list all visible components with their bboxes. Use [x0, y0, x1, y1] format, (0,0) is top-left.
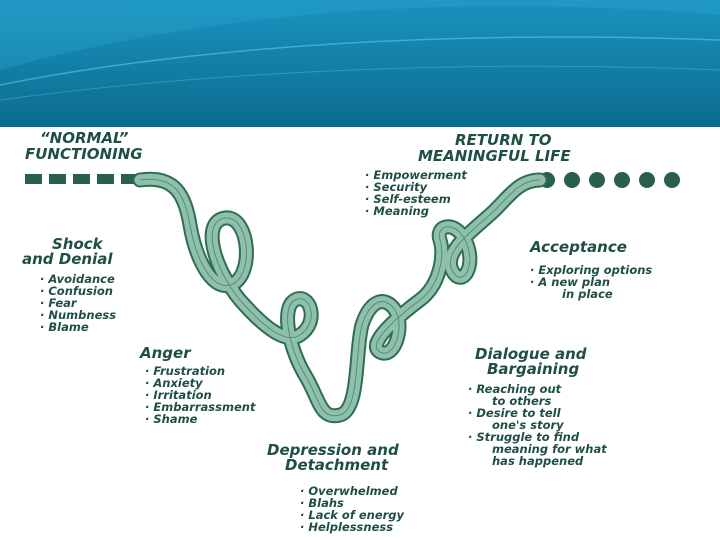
normal-functioning-label: “NORMAL” FUNCTIONING	[25, 129, 143, 163]
acceptance-label: Acceptance · Exploring options · A new p…	[529, 238, 652, 301]
anger-title: Anger	[139, 344, 192, 362]
anger-label: Anger · Frustration · Anxiety · Irritati…	[139, 344, 256, 426]
shock-denial-label: Shock and Denial · Avoidance · Confusion…	[22, 235, 116, 334]
dialogue-item: · Reaching out	[468, 382, 562, 396]
dialogue-item: to others	[492, 394, 551, 408]
depression-item: · Blahs	[300, 496, 344, 510]
banner-wave-line	[0, 36, 720, 86]
return-item: · Empowerment	[365, 168, 467, 182]
return-item: · Meaning	[365, 204, 429, 218]
depression-label: Depression and Detachment · Overwhelmed …	[267, 441, 405, 534]
depression-item: · Helplessness	[300, 520, 393, 534]
anger-item: · Anxiety	[145, 376, 203, 390]
acceptance-title: Acceptance	[529, 238, 627, 256]
depression-item: · Overwhelmed	[300, 484, 398, 498]
anger-item: · Frustration	[145, 364, 225, 378]
dialogue-title-line2: Bargaining	[487, 360, 579, 378]
meaningful-life-markers	[539, 172, 680, 188]
normal-functioning-markers	[25, 174, 138, 184]
depression-item: · Lack of energy	[300, 508, 405, 522]
depression-title-line2: Detachment	[285, 456, 389, 474]
dialogue-title-line1: Dialogue and	[475, 345, 587, 363]
anger-item: · Embarrassment	[145, 400, 256, 414]
banner-wave-light	[0, 0, 720, 70]
dialogue-item: has happened	[492, 454, 584, 468]
shock-item: · Blame	[40, 320, 89, 334]
normal-title-line2: FUNCTIONING	[25, 145, 143, 163]
return-item: · Self-esteem	[365, 192, 451, 206]
acceptance-item: in place	[562, 287, 613, 301]
dialogue-item: one's story	[492, 418, 564, 432]
return-item: · Security	[365, 180, 428, 194]
shock-title-line2: and Denial	[22, 250, 113, 268]
acceptance-item: · Exploring options	[530, 263, 652, 277]
return-title-line1: RETURN TO	[455, 131, 552, 149]
depression-title-line1: Depression and	[267, 441, 399, 459]
header-banner	[0, 0, 720, 127]
shock-item: · Fear	[40, 296, 78, 310]
banner-wave-line	[0, 65, 720, 101]
anger-item: · Shame	[145, 412, 198, 426]
shock-item: · Confusion	[40, 284, 113, 298]
return-label: RETURN TO MEANINGFUL LIFE · Empowerment …	[365, 131, 571, 218]
dialogue-item: · Struggle to find	[468, 430, 580, 444]
grief-ribbon	[132, 171, 548, 424]
acceptance-item: · A new plan	[530, 275, 610, 289]
shock-item: · Numbness	[40, 308, 116, 322]
anger-item: · Irritation	[145, 388, 212, 402]
normal-title-line1: “NORMAL”	[40, 129, 129, 147]
dialogue-item: · Desire to tell	[468, 406, 562, 420]
shock-item: · Avoidance	[40, 272, 115, 286]
dialogue-label: Dialogue and Bargaining · Reaching out t…	[468, 345, 607, 468]
shock-title-line1: Shock	[52, 235, 104, 253]
return-title-line2: MEANINGFUL LIFE	[418, 147, 571, 165]
dialogue-item: meaning for what	[492, 442, 607, 456]
